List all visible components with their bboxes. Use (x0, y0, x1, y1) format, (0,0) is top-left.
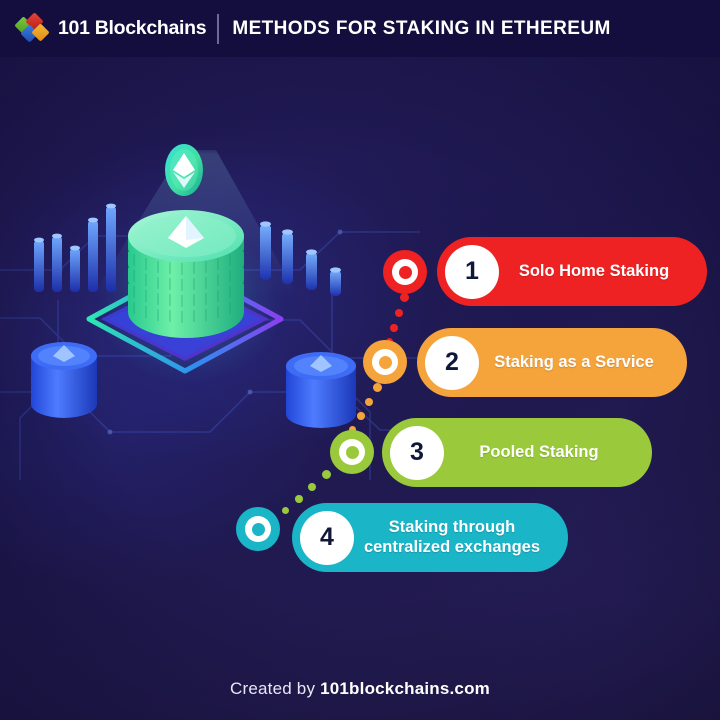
step-label: Solo Home Staking (518, 261, 670, 280)
blockchain-gems-logo-icon (14, 11, 51, 46)
step-label: Pooled Staking (479, 442, 599, 461)
connector-dot (349, 426, 356, 433)
connector-dot (282, 507, 289, 514)
ethereum-coin-icon (165, 144, 203, 196)
connector-dot (295, 495, 303, 503)
bar-chart-columns-icon (34, 203, 116, 292)
step-label: Staking as a Service (494, 352, 654, 371)
step-marker-icon[interactable] (383, 250, 427, 294)
step-2[interactable]: 2 Staking as a Service (417, 328, 687, 397)
connector-dot (322, 470, 331, 479)
ethereum-coin-stack-blue-icon (286, 352, 356, 428)
header-bar: 101 Blockchains METHODS FOR STAKING IN E… (0, 0, 720, 57)
step-marker-icon[interactable] (236, 507, 280, 551)
connector-dot (395, 309, 403, 317)
ethereum-coin-stack-blue-icon (31, 342, 97, 418)
step-1[interactable]: 1 Solo Home Staking (437, 237, 707, 306)
footer-credit-site[interactable]: 101blockchains.com (320, 679, 490, 698)
step-3[interactable]: 3 Pooled Staking (382, 418, 652, 487)
step-number: 4 (300, 510, 354, 565)
brand-name: 101 Blockchains (58, 17, 207, 39)
connector-dot (390, 324, 398, 332)
step-marker-icon[interactable] (363, 340, 407, 384)
page-title: METHODS FOR STAKING IN ETHEREUM (232, 17, 611, 39)
connector-dot (365, 398, 373, 406)
connector-dot (308, 483, 316, 491)
connector-dot (400, 293, 409, 302)
step-number: 3 (390, 425, 444, 480)
step-marker-icon[interactable] (330, 430, 374, 474)
step-number: 1 (445, 244, 499, 299)
header-divider (217, 13, 220, 44)
connector-dot (357, 412, 365, 420)
bar-chart-columns-icon (260, 221, 341, 296)
step-label-line-2: centralized exchanges (363, 537, 541, 556)
step-number: 2 (425, 335, 479, 390)
footer-credit: Created by 101blockchains.com (230, 679, 490, 699)
step-label-line-1: Staking through (388, 518, 516, 537)
step-4[interactable]: 4 Staking through centralized exchanges (292, 503, 568, 572)
ethereum-coin-stack-icon (128, 210, 244, 338)
footer-bar: Created by 101blockchains.com (0, 658, 720, 720)
step-label: Staking through centralized exchanges (354, 518, 550, 557)
connector-dot (373, 383, 382, 392)
footer-credit-prefix: Created by (230, 679, 321, 698)
